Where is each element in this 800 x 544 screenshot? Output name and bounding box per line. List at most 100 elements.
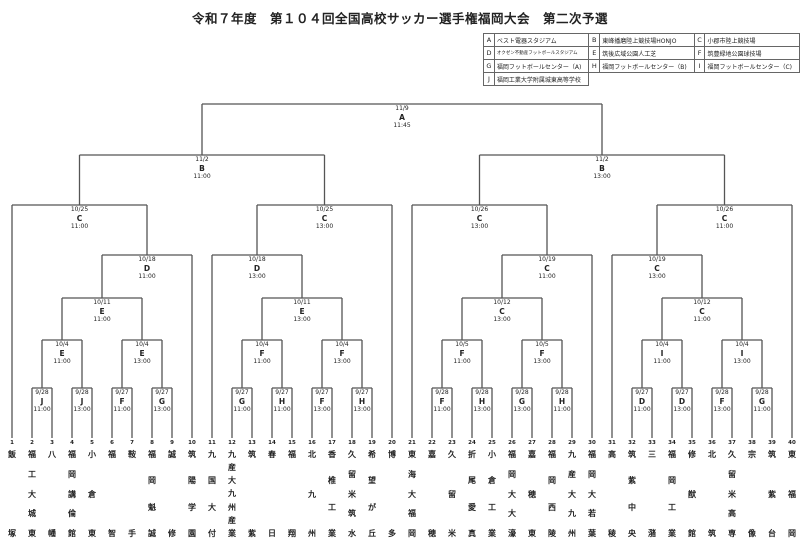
team-name-char: 東 [28, 529, 36, 538]
match-venue: E [59, 349, 65, 358]
team-number: 35 [688, 440, 696, 446]
match-time: 11:45 [393, 122, 411, 129]
team-name-char: 付 [208, 528, 216, 538]
team-name-char: 濠 [508, 529, 516, 538]
team-name: 嘉穂東 [525, 450, 539, 538]
team-number: 14 [268, 440, 276, 446]
match-venue: J [80, 397, 84, 406]
match-time: 11:00 [433, 406, 451, 413]
match-date: 9/27 [635, 389, 649, 396]
match-venue: C [476, 214, 483, 223]
match-date: 10/4 [655, 341, 669, 348]
match-date: 10/25 [70, 206, 89, 213]
team-name-char: 福 [668, 450, 676, 459]
team-name: 福岡大大濠 [505, 450, 519, 538]
match-date: 9/28 [75, 389, 89, 396]
team-name-char: 岡 [508, 469, 516, 479]
match-date: 10/5 [535, 341, 549, 348]
team-name-char: 紫 [628, 476, 636, 486]
team-number: 25 [488, 440, 496, 446]
team-name-char: 岡 [588, 469, 596, 479]
team-number: 8 [150, 440, 154, 446]
match-venue: D [253, 264, 261, 273]
team-name: 北九州 [305, 450, 319, 538]
match-time: 13:00 [533, 358, 551, 365]
match-date: 9/28 [755, 389, 769, 396]
team-name-char: 陵 [548, 528, 556, 538]
team-name-char: 福 [788, 489, 796, 499]
team-name-char: 九 [228, 489, 236, 499]
team-name-char: 大 [508, 489, 516, 499]
team-name-char: 八 [48, 450, 56, 459]
team-name-char: 真 [468, 528, 476, 538]
team-number: 28 [548, 440, 556, 446]
team-name-char: 福 [148, 450, 156, 459]
team-name-char: 翔 [288, 529, 296, 538]
team-name-char: 望 [368, 476, 376, 486]
team-name: 筑陽学園 [185, 450, 199, 538]
team-name: 筑紫中央 [625, 450, 639, 538]
team-name: 鞍手 [125, 450, 139, 538]
team-name: 福翔 [285, 450, 299, 538]
team-name: 福智 [105, 450, 119, 538]
team-name: 筑紫 [245, 450, 259, 538]
match-venue: C [699, 307, 705, 316]
match-date: 9/28 [35, 389, 49, 396]
team-name-char: 大 [508, 509, 516, 519]
match-date: 10/5 [455, 341, 469, 348]
team-name: 久留米高専 [725, 450, 739, 538]
team-name-char: 岡 [148, 476, 156, 486]
team-name-char: 嘉 [428, 450, 436, 459]
team-name-char: 留 [348, 469, 356, 479]
team-name-char: 岡 [668, 476, 676, 486]
team-name-char: 業 [328, 528, 336, 538]
team-name-char: 椎 [328, 476, 336, 486]
team-name-char: 北 [308, 450, 316, 459]
match-venue: F [439, 397, 445, 406]
venue-name: 福岡工業大学附属城東高等学校 [493, 72, 590, 86]
team-name-char: 倉 [488, 476, 496, 486]
match-date: 11/2 [595, 156, 609, 163]
team-name-char: 宗 [748, 450, 756, 459]
team-name-char: 福 [548, 450, 556, 459]
team-number: 26 [508, 440, 516, 446]
team-name-char: 稜 [608, 529, 616, 538]
team-name: 東福岡 [785, 450, 799, 538]
team-name: 九産大九州 [565, 450, 579, 538]
team-number: 30 [588, 440, 596, 446]
team-number: 18 [348, 440, 356, 446]
match-venue: B [599, 164, 605, 173]
team-number: 16 [308, 440, 316, 446]
team-name-char: 倫 [68, 509, 76, 519]
team-name-char: 福 [108, 450, 116, 459]
team-number: 4 [70, 440, 74, 446]
team-number: 20 [388, 440, 396, 446]
team-name-char: 講 [68, 489, 76, 499]
team-name-char: 折 [468, 450, 476, 459]
match-venue: D [678, 397, 686, 406]
team-name-char: 猷 [688, 489, 696, 499]
team-number: 9 [170, 440, 174, 446]
match-time: 13:00 [733, 358, 751, 365]
team-name-char: 潴 [648, 529, 656, 538]
team-name-char: 小 [488, 450, 496, 459]
team-name: 希望が丘 [365, 450, 379, 538]
team-name-char: 筑 [628, 450, 636, 459]
team-number: 22 [428, 440, 436, 446]
team-name-char: 嘉 [528, 450, 536, 459]
match-date: 9/27 [675, 389, 689, 396]
